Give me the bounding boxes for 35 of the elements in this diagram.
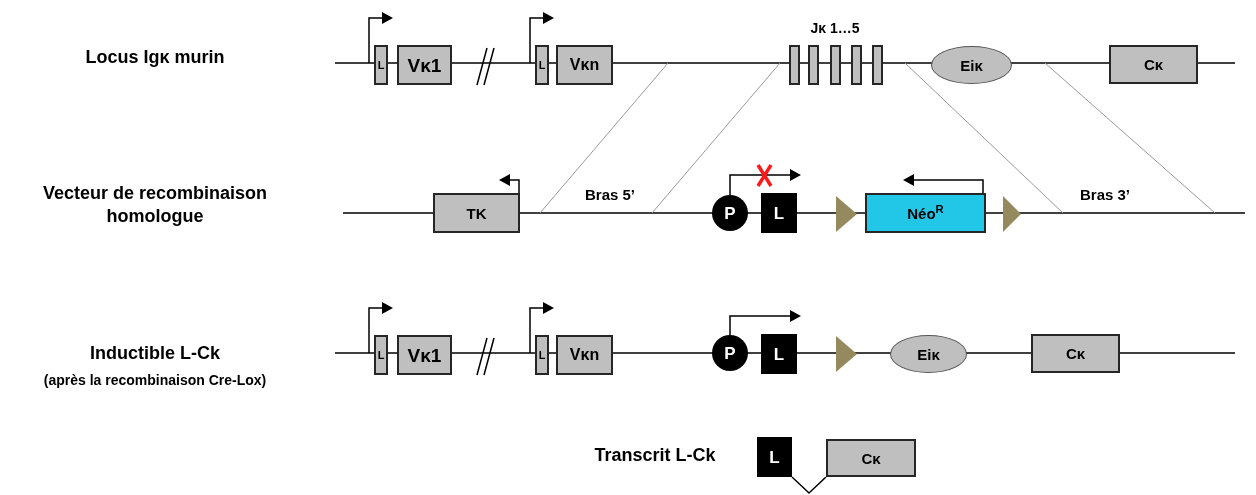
gene-segment-box: Vκn (556, 335, 613, 375)
gene-segment-box (872, 45, 883, 85)
gene-segment-box: Néo$^{R}$ (865, 193, 986, 233)
gene-segment-box: L (757, 437, 792, 477)
loxp-triangle (836, 336, 857, 372)
gene-segment-box (789, 45, 800, 85)
gene-segment-box: Vκn (556, 45, 613, 85)
row-label: (après la recombinaison Cre-Lox) (42, 372, 268, 390)
gene-segment-box: L (374, 335, 388, 375)
gene-segment-box: L (374, 45, 388, 85)
enhancer-ellipse: Eiκ (890, 335, 967, 373)
gene-segment-box: Cκ (1031, 334, 1120, 373)
gene-segment-box (851, 45, 862, 85)
row-label: Locus Igκ murin (84, 46, 226, 69)
splice-line (791, 476, 827, 495)
loxp-triangle (836, 196, 857, 232)
gene-segment-box: L (535, 45, 549, 85)
gene-segment-box (808, 45, 819, 85)
gene-segment-box: Cκ (826, 439, 916, 477)
row-label: Vecteur de recombinaison homologue (41, 182, 269, 227)
row-label: Inductible L-Ck (89, 342, 221, 365)
gene-segment-box: TK (433, 193, 520, 233)
gene-segment-box: L (761, 334, 797, 374)
gene-segment-box: Vκ1 (397, 335, 452, 375)
row-label: Transcrit L-Ck (593, 444, 717, 467)
gene-segment-box: L (535, 335, 549, 375)
gene-segment-box: L (761, 193, 797, 233)
gene-segment-box: Cκ (1109, 45, 1198, 84)
row-label: Jκ 1…5 (809, 20, 861, 38)
loxp-triangle (1003, 196, 1021, 232)
gene-segment-box: Vκ1 (397, 45, 452, 85)
row-label: Bras 3’ (1078, 186, 1131, 205)
enhancer-ellipse: Eiκ (931, 46, 1012, 84)
row-label: Bras 5’ (583, 186, 636, 205)
gene-segment-box (830, 45, 841, 85)
